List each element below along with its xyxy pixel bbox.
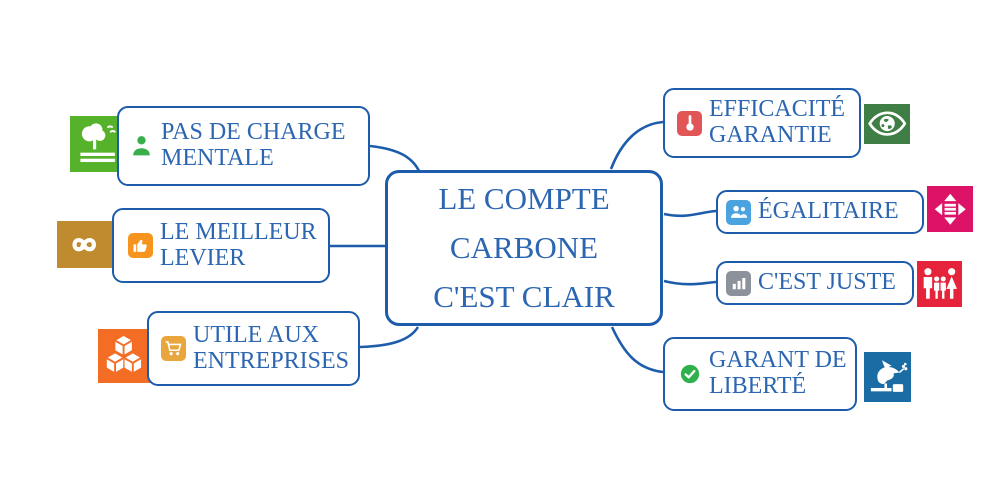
shopping-cart-icon [161,336,186,361]
check-circle-icon [677,362,702,387]
person-icon [129,134,154,159]
equality-arrows-icon [927,186,973,232]
infinity-loop-icon [57,221,112,268]
node-label: PAS DE CHARGE MENTALE [161,119,346,171]
central-node-line2: CARBONE [449,230,599,266]
bar-chart-icon [726,270,751,296]
node-le-meilleur-levier[interactable]: LE MEILLEUR LEVIER [112,208,330,283]
eye-globe-icon [864,104,910,144]
node-label: GARANT DE LIBERTÉ [709,347,847,399]
connector-garant-liberte [610,326,664,374]
central-node-line1: LE COMPTE [438,181,610,217]
connector-efficacite [609,120,664,170]
node-garant-de-liberte[interactable]: GARANT DE LIBERTÉ [663,337,857,411]
node-label: LE MEILLEUR LEVIER [160,218,317,271]
thumbs-up-icon [128,233,153,258]
node-cest-juste[interactable]: C'EST JUSTE [716,261,914,305]
cubes-icon [98,329,153,383]
connector-pas-de-charge [369,144,421,172]
node-egalitaire[interactable]: ÉGALITAIRE [716,190,924,234]
node-label: ÉGALITAIRE [758,198,899,225]
node-pas-de-charge-mentale[interactable]: PAS DE CHARGE MENTALE [117,106,370,186]
people-icon [726,199,751,225]
connector-egalitaire [663,209,717,218]
connector-utile-entreprises [359,326,420,349]
central-node[interactable]: LE COMPTE CARBONE C'EST CLAIR [385,170,663,326]
node-label: UTILE AUX ENTREPRISES [193,321,350,374]
thermometer-icon [677,110,702,136]
dove-gavel-icon [864,352,911,402]
node-label: EFFICACITÉ GARANTIE [709,96,846,148]
node-efficacite-garantie[interactable]: EFFICACITÉ GARANTIE [663,88,861,158]
tree-nature-icon [70,116,126,172]
connector-cest-juste [663,279,717,286]
node-utile-aux-entreprises[interactable]: UTILE AUX ENTREPRISES [147,311,360,386]
family-icon [917,261,962,307]
central-node-line3: C'EST CLAIR [433,278,615,314]
node-label: C'EST JUSTE [758,269,896,296]
